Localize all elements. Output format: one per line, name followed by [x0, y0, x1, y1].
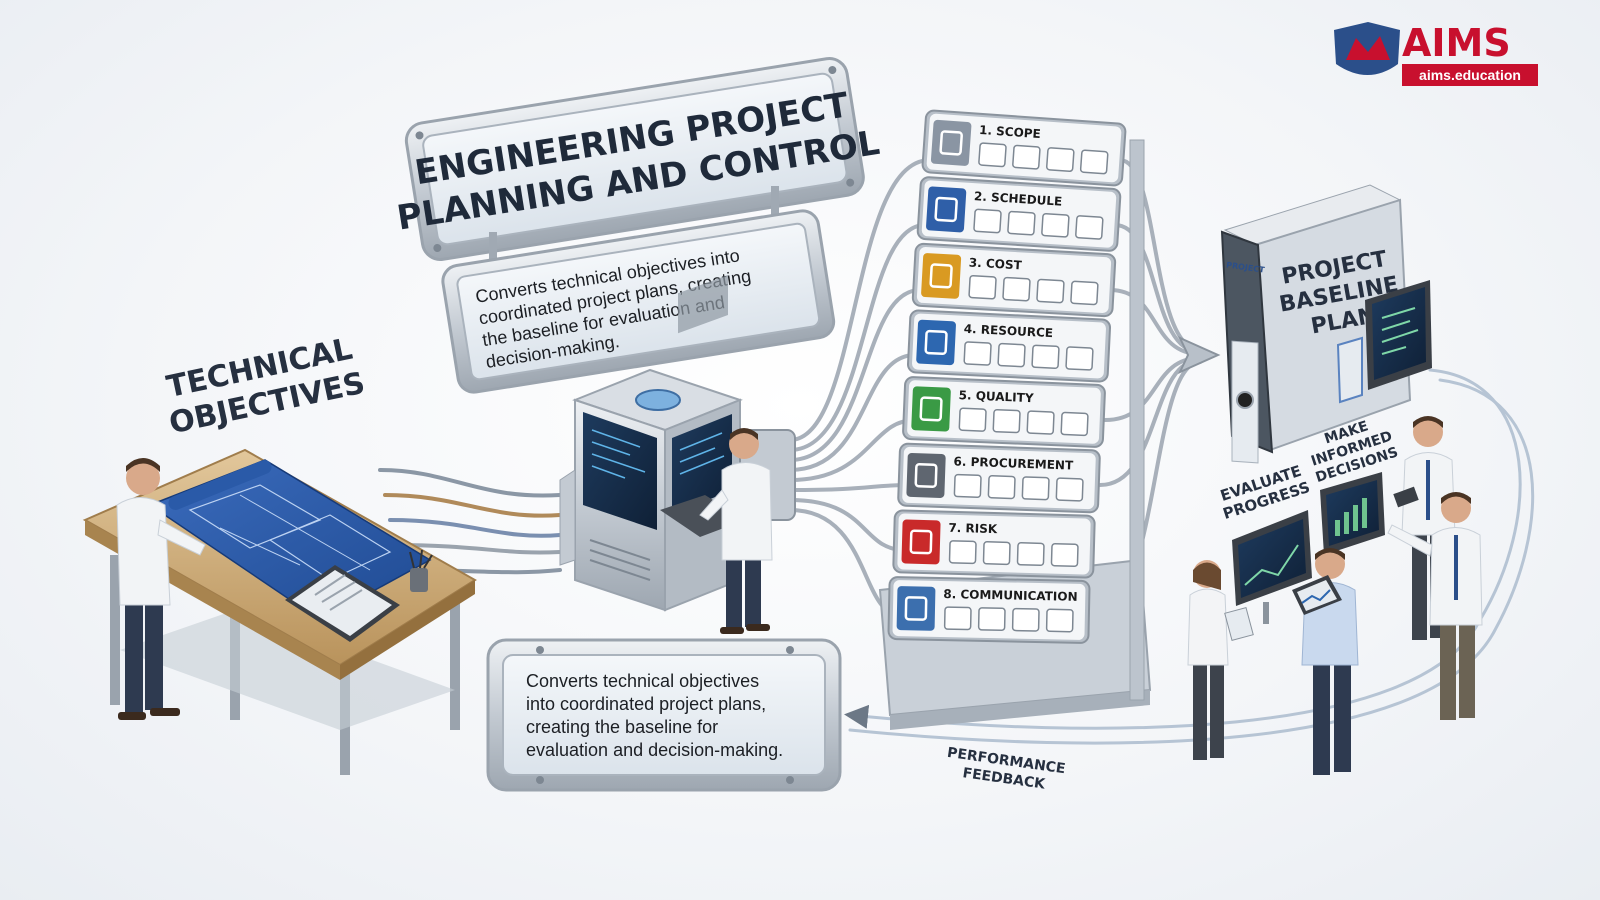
lower-sign-line-2: into coordinated project plans, [526, 694, 766, 714]
document-sign-icon [906, 452, 946, 498]
module-7-label: 7. RISK [948, 521, 998, 536]
module-4: 4. RESOURCE [906, 309, 1112, 383]
team-member-woman [1187, 560, 1254, 760]
module-6: 6. PROCUREMENT [897, 442, 1101, 514]
warning-icon [901, 519, 941, 565]
lower-sign-line-3: creating the baseline for [526, 717, 718, 737]
coins-icon [921, 253, 962, 299]
lower-sign-line-4: evaluation and decision-making. [526, 740, 783, 760]
module-3: 3. COST [911, 242, 1117, 318]
lower-sign: Converts technical objectives into coord… [486, 638, 842, 792]
module-4-label: 4. RESOURCE [963, 322, 1053, 340]
engineer-person [116, 458, 206, 720]
quality-check-icon [911, 386, 951, 432]
tablet [285, 565, 400, 642]
sensor-icon [635, 389, 681, 411]
technical-objectives-label: TECHNICAL OBJECTIVES [164, 332, 368, 442]
calendar-icon [926, 186, 967, 233]
evaluate-progress-label: EVALUATE PROGRESS [1218, 462, 1312, 523]
module-1: 1. SCOPE [921, 109, 1127, 187]
dashboard-screen-left [1232, 510, 1312, 624]
engineer-desk [82, 448, 477, 775]
logo-url: aims.education [1419, 67, 1521, 83]
hierarchy-icon [930, 119, 972, 166]
title-sign: ENGINEERING PROJECT PLANNING AND CONTROL [394, 57, 882, 262]
module-3-label: 3. COST [969, 255, 1023, 272]
people-icon [916, 319, 956, 366]
logo-name: AIMS [1402, 21, 1511, 65]
module-8-label: 8. COMMUNICATION [943, 587, 1078, 604]
module-8: 8. COMMUNICATION [887, 576, 1091, 644]
lower-sign-line-1: Converts technical objectives [526, 671, 759, 691]
shield-icon [1334, 22, 1400, 75]
pen-cup-icon [410, 568, 428, 592]
team-member-center [1292, 548, 1359, 775]
performance-feedback-label: PERFORMANCE FEEDBACK [946, 745, 1066, 793]
team-member-far-right [1387, 492, 1483, 720]
speech-bubble-icon [896, 586, 936, 631]
module-7: 7. RISK [892, 509, 1096, 579]
module-2: 2. SCHEDULE [916, 176, 1122, 252]
module-2-label: 2. SCHEDULE [974, 189, 1063, 209]
module-stack: 1. SCOPE 2. SCHEDULE 3. COST 4. RESOURCE 5. … [887, 109, 1127, 644]
binder-arrow [1177, 335, 1221, 375]
operator-person [699, 428, 773, 634]
project-baseline-binder: PROJECT PROJECT BASELINE PLAN [1220, 184, 1432, 464]
dashboard-screen-right [1320, 472, 1385, 555]
module-1-label: 1. SCOPE [979, 123, 1042, 141]
module-5-label: 5. QUALITY [958, 388, 1034, 405]
aims-logo[interactable]: AIMS aims.education [1334, 21, 1538, 86]
team-members [1187, 416, 1483, 775]
module-6-label: 6. PROCUREMENT [953, 454, 1074, 472]
module-5: 5. QUALITY [902, 376, 1106, 448]
document-icon [1336, 336, 1363, 404]
